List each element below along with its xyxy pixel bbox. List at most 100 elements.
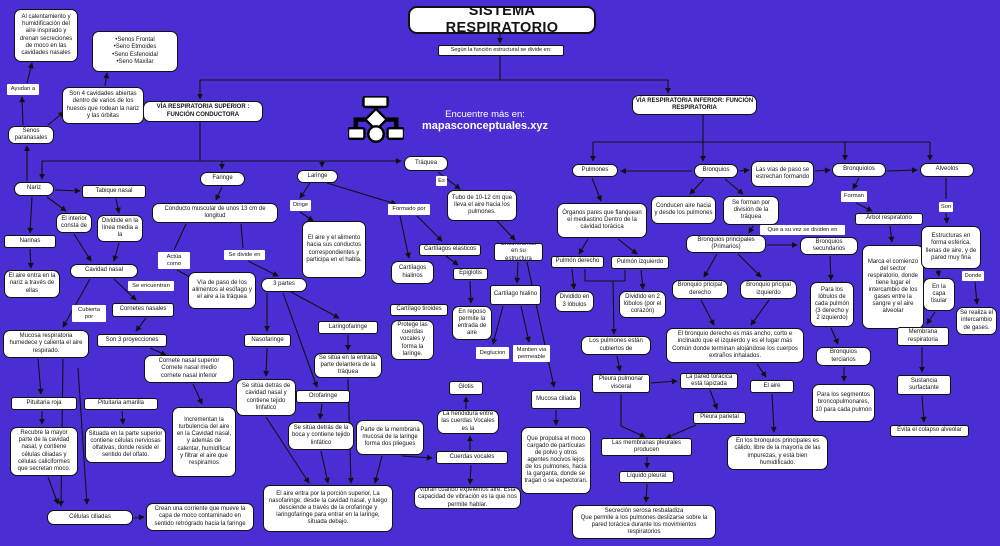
crean-corriente-box: Crean una corriente que mueve la capa de… (146, 503, 254, 531)
dividido-tres-box: Dividido en 3 lóbulos (555, 291, 594, 312)
a-su-vez-label: Que a su vez se dividen en (760, 225, 845, 235)
forman-label-label: Forman (841, 191, 867, 202)
evita-colapso-box: Evita el colapso alveolar (890, 425, 969, 437)
traquea-box: Tráquea (404, 156, 448, 171)
bronquios-principales-box: Bronquios principales (Primarios) (686, 235, 766, 253)
laringe-box: Laringe (297, 170, 338, 183)
sustancia-surfactante-box: Sustancia surfactante (897, 375, 951, 395)
donde-label-label: Donde (962, 271, 984, 281)
arbol-respiratorio-box: Árbol respiratorio (855, 213, 923, 225)
narinas-box: Narinas (4, 235, 56, 248)
bronquio-izquierdo-box: Bronquio pricipal izquierdo (740, 280, 797, 299)
detras-boca-box: Se sitúa detrás de la boca y contiene te… (288, 422, 354, 450)
deglucion-label: Deglucion (476, 347, 509, 359)
es-label-label: Es (436, 176, 447, 186)
membrana-pliegues-box: Parte de la membrana mucosa de la laring… (356, 420, 424, 455)
site-logo: Encuentre más en: mapasconceptuales.xyz (348, 96, 560, 145)
conducto-muscular-box: Conducto muscular de unos 13 cm de longi… (152, 203, 278, 223)
tabique-nasal-box: Tabique nasal (82, 185, 146, 198)
nasofaringe-box: Nasofaringe (244, 334, 291, 347)
hendidura-box: La hendidura entre las cuerdas Vocales e… (437, 410, 499, 434)
pulmones-box: Pulmones (572, 164, 618, 177)
nariz-box: Nariz (14, 182, 54, 196)
entrada-traquea-box: Se sitúa en la entrada parte delantera d… (314, 353, 382, 378)
via-superior-box: VÍA RESPIRATORIA SUPERIOR : FUNCIÓN COND… (143, 101, 263, 122)
forman-division-box: Se forman por división de la tráquea (723, 196, 779, 225)
aire-alimento-box: El aire y el alimento hacia sus conducto… (302, 221, 366, 278)
pleura-parietal-box: Pleura parietal (693, 412, 746, 424)
liquido-pleural-box: Líquido pleural (619, 471, 674, 483)
membrana-respiratoria-box: Membrana respiratoria (897, 327, 949, 346)
alveolos-box: Alveolos (920, 163, 974, 177)
senos-lista-box: •Senos Frontal •Seno Etmoides •Seno Esfe… (92, 31, 178, 72)
realiza-intercambio-box: Se realiza el intercambio de gases. (956, 307, 997, 335)
interior-consta-box: El interior consta de (56, 213, 92, 233)
que-propulsa-box: Que propulsa el moco cargado de partícul… (521, 427, 591, 494)
cartilagos-elasticos-box: Cartílagos elasticos (419, 244, 481, 256)
laringofaringe-box: Laringofaringe (318, 321, 378, 334)
calentamiento-box: Al calentamiento y humidificación del ai… (14, 9, 78, 62)
mucosa-respiratoria-box: Mucosa respiratoria humedece y calienta … (3, 330, 89, 358)
encontramos-box: Encontramos en su estructura (494, 243, 543, 261)
membranas-pleurales-box: Las membranas pleurales producen (601, 438, 692, 456)
logo-tagline: Encuentre más en: (445, 109, 525, 120)
vias-estrechan-box: Las vías de paso se estrechan formando (751, 161, 814, 187)
celulas-ciliadas-box: Células ciliadas (47, 510, 133, 525)
pituitaria-roja-box: Pituitaria roja (11, 397, 77, 410)
protege-cuerdas-box: Protege las cuerdas vocales y forma la l… (391, 320, 434, 360)
flowchart-logo-icon (348, 96, 404, 143)
se-encuentran-label: Se encuentran (128, 281, 174, 291)
dividido-dos-box: Dividido en 2 lóbulos (por el corazón) (619, 291, 666, 318)
senos-paranasales-box: Senos paranasales (8, 126, 54, 144)
detras-cavidad-box: Se sitúa detrás de cavidad nasal y conti… (236, 379, 296, 416)
bronquios-calido-box: En los bronquios principales es cálido, … (727, 435, 828, 470)
se-divide-en-label: Se divide en (224, 250, 265, 260)
cavidad-nasal-box: Cavidad nasal (70, 264, 138, 278)
pulmon-izquierdo-box: Pulmón izquierdo (611, 256, 669, 269)
dirige-label: Dirige (290, 200, 311, 211)
marca-comienzo-box: Marca el comienzo del sector respiratori… (862, 245, 924, 329)
recubre-box: Recubre la mayor parte de la cavidad nas… (10, 427, 78, 476)
cartilago-hialino-box: Cartílago hialino (490, 285, 541, 305)
cuatro-cavidades-box: Son 4 cavidades abiertas dentro de vario… (62, 87, 144, 124)
cornetes-nasales-box: Cornetes nasales (112, 303, 174, 317)
cornetes-tres-box: Cornete nasal superior Cornete nasal med… (144, 355, 234, 383)
via-paso-box: Vía de paso de los alimentos al esófago … (188, 272, 256, 309)
cartilago-tiroides-box: Cartílago tiroides (390, 304, 448, 316)
secrecion-serosa-box: Secreción serosa resbaladiza Que permite… (572, 505, 716, 539)
vibran-box: Vibran cuando expelemos aire. Esta capac… (414, 487, 521, 509)
tres-proyecciones-box: Son 3 proyecciones (97, 334, 167, 347)
bronquio-derecho-box: Bronquio pricipal derecho (672, 280, 728, 299)
bronquios-secundarios-box: Bronquios secundarios (800, 237, 858, 255)
bronquio-ancho-box: El bronquio derecho es más ancho, corto … (666, 328, 804, 363)
para-lobulos-box: Para los lóbulos de cada pulmón (3 derec… (810, 282, 854, 327)
mantien-via-label: Mantien via permeable (513, 345, 550, 362)
capa-tisular-box: En la capa tisular (923, 278, 955, 311)
logo-url[interactable]: mapasconceptuales.xyz (422, 120, 548, 132)
pulmon-derecho-box: Pulmón derecho (551, 256, 604, 268)
son-label-label: Son (939, 202, 953, 212)
organos-pares-box: Órganos pares que flanquean el mediastin… (557, 203, 647, 238)
tres-partes-box: 3 partes (261, 278, 307, 292)
cubiertos-de-box: Los pulmones están cubiertos de (581, 336, 651, 355)
aire-porcion-box: El aire entra por la porción superior, L… (263, 485, 393, 532)
aire-entra-narinas-box: El aire entra en la nariz a través de el… (4, 270, 60, 298)
pituitaria-amarilla-box: Pituitaria amarilla (84, 398, 158, 410)
actua-como-label: Actúa como (158, 252, 190, 269)
glotis-box: Glotis (449, 381, 483, 395)
tubo-box: Tubo de 10-12 cm que lleva el aire hacia… (447, 190, 517, 221)
via-inferior-box: VÍA RESPIRATORIA INFERIOR: FUNCIÓN RESPI… (632, 95, 757, 115)
incrementan-box: Incrementan la turbulencia del aire en l… (172, 407, 236, 477)
cubierta-por-label: Cubierta por (72, 305, 106, 322)
para-segmentos-box: Para los segmentos broncopulmonares, 10 … (812, 384, 875, 422)
mucosa-ciliada-box: Mucosa ciliada (531, 390, 581, 409)
bronquios-box: Bronquios (694, 164, 738, 178)
epiglotis-box: Epiglotis (453, 268, 488, 280)
logo-text: Encuentre más en: mapasconceptuales.xyz (410, 109, 560, 132)
divide-label-label: Según la función estructural se divide e… (438, 45, 564, 56)
faringe-box: Faringe (200, 172, 245, 186)
title-box: SISTEMA RESPIRATORIO (408, 6, 596, 34)
orofaringe-box: Orofaringe (296, 390, 350, 403)
